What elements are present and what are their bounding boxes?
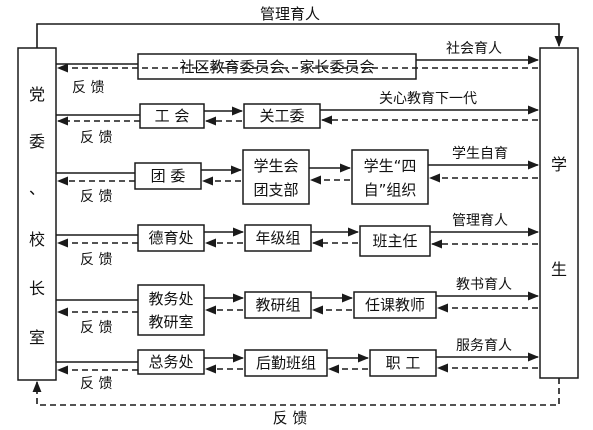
logistics-team-box bbox=[244, 349, 328, 377]
bottom-feedback-arrow: 反 馈 bbox=[32, 378, 560, 427]
box-label: 社区教育委员会、家长委员会 bbox=[179, 58, 374, 76]
box-label-line2: 教研室 bbox=[148, 313, 193, 331]
class-teacher-box bbox=[359, 225, 431, 257]
caring-committee-box bbox=[243, 103, 321, 129]
students-box: 学 生 bbox=[539, 47, 579, 379]
row-general-affairs: 总务处 后勤班组 职 工 服务育人 反 馈 bbox=[56, 338, 540, 392]
box-label: 总务处 bbox=[148, 353, 193, 371]
box-label: 年级组 bbox=[255, 229, 300, 247]
top-management-arrow: 管理育人 bbox=[36, 5, 564, 48]
feedback-label: 反 馈 bbox=[80, 130, 112, 146]
student-four-self-org-box bbox=[351, 149, 429, 205]
community-parents-committee-box bbox=[137, 53, 417, 80]
box-label: 任课教师 bbox=[365, 296, 425, 314]
youth-league-box bbox=[134, 162, 202, 190]
box-label: 工 会 bbox=[155, 107, 190, 125]
box-label: 教研组 bbox=[255, 296, 300, 314]
feedback-label: 反 馈 bbox=[72, 80, 104, 96]
party-principal-office-box: 党 委 、 校 长 室 bbox=[17, 47, 57, 381]
subject-teacher-box bbox=[353, 291, 437, 319]
feedback-label: 反 馈 bbox=[80, 376, 112, 392]
box-label-line2: 自”组织 bbox=[364, 181, 417, 199]
left-box-char: 委 bbox=[29, 132, 45, 151]
box-label: 后勤班组 bbox=[256, 354, 316, 372]
feedback-label: 反 馈 bbox=[80, 320, 112, 336]
flow-label: 管理育人 bbox=[452, 213, 508, 229]
bottom-label: 反 馈 bbox=[273, 409, 308, 427]
staff-box bbox=[369, 349, 437, 377]
union-box bbox=[139, 103, 205, 129]
right-box-char: 学 bbox=[551, 155, 567, 174]
box-label-line2: 团支部 bbox=[253, 181, 298, 199]
left-box-char: 校 bbox=[29, 230, 45, 249]
right-box-char: 生 bbox=[551, 260, 567, 279]
general-affairs-office-box bbox=[137, 349, 205, 375]
box-label: 职 工 bbox=[386, 354, 421, 372]
flow-label: 教书育人 bbox=[456, 277, 512, 293]
row-league: 团 委 学生会 团支部 学生“四 自”组织 学生自育 反 馈 bbox=[56, 146, 540, 205]
top-label: 管理育人 bbox=[260, 5, 320, 23]
teaching-research-group-box bbox=[244, 291, 312, 319]
grade-group-box bbox=[244, 224, 312, 252]
left-box-char: 室 bbox=[29, 328, 45, 347]
moral-education-office-box bbox=[137, 224, 205, 252]
feedback-label: 反 馈 bbox=[80, 189, 112, 205]
academic-research-office-box bbox=[137, 284, 205, 336]
feedback-label: 反 馈 bbox=[80, 252, 112, 268]
box-label: 班主任 bbox=[372, 232, 417, 250]
flow-label: 关心教育下一代 bbox=[379, 91, 477, 107]
flow-label: 服务育人 bbox=[456, 338, 512, 354]
student-union-branch-box bbox=[242, 149, 310, 205]
left-box-char: 长 bbox=[29, 279, 45, 298]
box-label: 德育处 bbox=[148, 229, 193, 247]
left-box-char: 党 bbox=[29, 85, 45, 104]
row-moral-education: 德育处 年级组 班主任 管理育人 反 馈 bbox=[56, 213, 540, 268]
row-union: 工 会 关工委 关心教育下一代 反 馈 bbox=[56, 91, 540, 146]
box-label-line1: 教务处 bbox=[148, 290, 193, 308]
left-box-char: 、 bbox=[29, 179, 45, 198]
box-label: 关工委 bbox=[259, 107, 304, 125]
box-label-line1: 学生会 bbox=[253, 157, 298, 175]
box-label: 团 委 bbox=[151, 167, 186, 185]
row-community: 社区教育委员会、家长委员会 社会育人 反 馈 bbox=[56, 41, 540, 96]
box-label-line1: 学生“四 bbox=[364, 157, 417, 175]
flow-label: 社会育人 bbox=[446, 41, 502, 57]
flow-label: 学生自育 bbox=[452, 146, 508, 162]
row-academic-affairs: 教务处 教研室 教研组 任课教师 教书育人 反 馈 bbox=[56, 277, 540, 336]
